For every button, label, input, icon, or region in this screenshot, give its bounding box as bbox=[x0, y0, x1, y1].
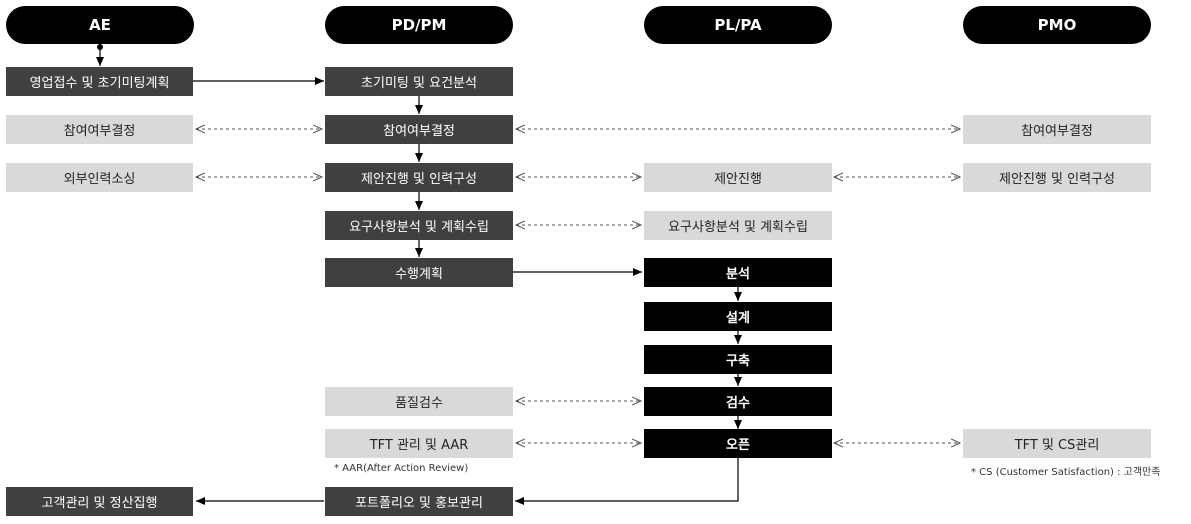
pmo-proposal-box: 제안진행 및 인력구성 bbox=[963, 163, 1151, 192]
pl-analysis-box: 분석 bbox=[644, 258, 832, 287]
ae-customer-box: 고객관리 및 정산집행 bbox=[6, 487, 193, 516]
pmo-tft-box: TFT 및 CS관리 bbox=[963, 429, 1151, 458]
pl-inspection-box: 검수 bbox=[644, 387, 832, 416]
pd-quality-box: 품질검수 bbox=[325, 387, 513, 416]
header-pl-pa: PL/PA bbox=[644, 6, 832, 44]
pd-tft-box: TFT 관리 및 AAR bbox=[325, 429, 513, 458]
pd-execution-box: 수행계획 bbox=[325, 258, 513, 287]
header-pd-pm: PD/PM bbox=[325, 6, 513, 44]
ae-decision-box: 참여여부결정 bbox=[6, 115, 193, 144]
header-pmo: PMO bbox=[963, 6, 1151, 44]
pmo-decision-box: 참여여부결정 bbox=[963, 115, 1151, 144]
pd-meeting-box: 초기미팅 및 요건분석 bbox=[325, 67, 513, 96]
pl-design-box: 설계 bbox=[644, 302, 832, 331]
pl-open-box: 오픈 bbox=[644, 429, 832, 458]
pl-requirements-box: 요구사항분석 및 계획수립 bbox=[644, 211, 832, 240]
pd-decision-box: 참여여부결정 bbox=[325, 115, 513, 144]
cs-note: * CS (Customer Satisfaction) : 고객만족 bbox=[971, 467, 1161, 478]
pl-proposal-box: 제안진행 bbox=[644, 163, 832, 192]
header-ae: AE bbox=[6, 6, 194, 44]
ae-outsourcing-box: 외부인력소싱 bbox=[6, 163, 193, 192]
aar-note: * AAR(After Action Review) bbox=[334, 463, 469, 474]
pl-build-box: 구축 bbox=[644, 345, 832, 374]
pd-proposal-box: 제안진행 및 인력구성 bbox=[325, 163, 513, 192]
ae-sales-box: 영업접수 및 초기미팅계획 bbox=[6, 67, 193, 96]
pd-requirements-box: 요구사항분석 및 계획수립 bbox=[325, 211, 513, 240]
pd-portfolio-box: 포트폴리오 및 홍보관리 bbox=[325, 487, 513, 516]
arrow-open-to-portfolio bbox=[515, 458, 739, 505]
